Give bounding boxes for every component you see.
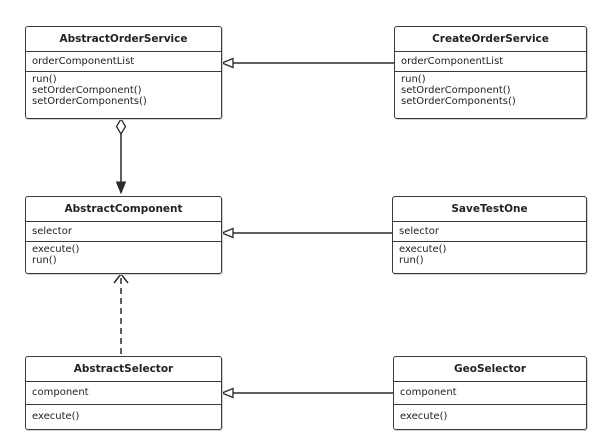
attribute: component	[400, 387, 457, 398]
method: run()	[32, 255, 57, 266]
class-create-order-service[interactable]: CreateOrderService orderComponentList ru…	[394, 26, 587, 119]
dependency-selector-component	[113, 272, 129, 354]
generalization-arrowhead	[220, 227, 234, 239]
class-save-test-one[interactable]: SaveTestOne selector execute() run()	[392, 196, 587, 274]
method: setOrderComponents()	[401, 96, 516, 107]
class-name: AbstractOrderService	[26, 27, 221, 52]
class-methods: execute()	[394, 405, 586, 423]
generalization-geo-selector	[220, 387, 393, 399]
class-methods: execute()	[26, 405, 221, 423]
class-abstract-component[interactable]: AbstractComponent selector execute() run…	[25, 196, 222, 274]
aggregation-diamond	[115, 117, 127, 136]
class-abstract-order-service[interactable]: AbstractOrderService orderComponentList …	[25, 26, 222, 119]
class-name: AbstractComponent	[26, 197, 221, 222]
dependency-arrowhead	[113, 272, 129, 284]
class-name: AbstractSelector	[26, 357, 221, 382]
navigability-arrowhead	[115, 181, 127, 195]
attribute: component	[32, 387, 89, 398]
generalization-arrowhead	[220, 57, 234, 69]
class-attributes: component	[26, 382, 221, 405]
class-methods: execute() run()	[26, 242, 221, 267]
method: execute()	[399, 244, 447, 255]
class-attributes: selector	[26, 222, 221, 242]
generalization-save-test-one	[220, 227, 392, 239]
class-methods: run() setOrderComponent() setOrderCompon…	[395, 72, 586, 108]
class-attributes: component	[394, 382, 586, 405]
class-name: SaveTestOne	[393, 197, 586, 222]
method: setOrderComponent()	[401, 85, 511, 96]
generalization-create-order-service	[220, 57, 394, 69]
method: run()	[399, 255, 424, 266]
class-name: CreateOrderService	[395, 27, 586, 52]
class-methods: execute() run()	[393, 242, 586, 267]
method: run()	[32, 74, 57, 85]
method: execute()	[32, 244, 80, 255]
attribute: selector	[399, 226, 439, 237]
class-abstract-selector[interactable]: AbstractSelector component execute()	[25, 356, 222, 430]
generalization-arrowhead	[220, 387, 234, 399]
class-attributes: orderComponentList	[26, 52, 221, 72]
class-geo-selector[interactable]: GeoSelector component execute()	[393, 356, 587, 430]
class-name: GeoSelector	[394, 357, 586, 382]
class-attributes: selector	[393, 222, 586, 242]
class-methods: run() setOrderComponent() setOrderCompon…	[26, 72, 221, 108]
attribute: selector	[32, 226, 72, 237]
method: run()	[401, 74, 426, 85]
method: setOrderComponents()	[32, 96, 147, 107]
aggregation-order-service-component	[115, 117, 127, 195]
class-attributes: orderComponentList	[395, 52, 586, 72]
attribute: orderComponentList	[32, 56, 135, 67]
attribute: orderComponentList	[401, 56, 504, 67]
method: execute()	[400, 411, 448, 422]
method: setOrderComponent()	[32, 85, 142, 96]
method: execute()	[32, 411, 80, 422]
